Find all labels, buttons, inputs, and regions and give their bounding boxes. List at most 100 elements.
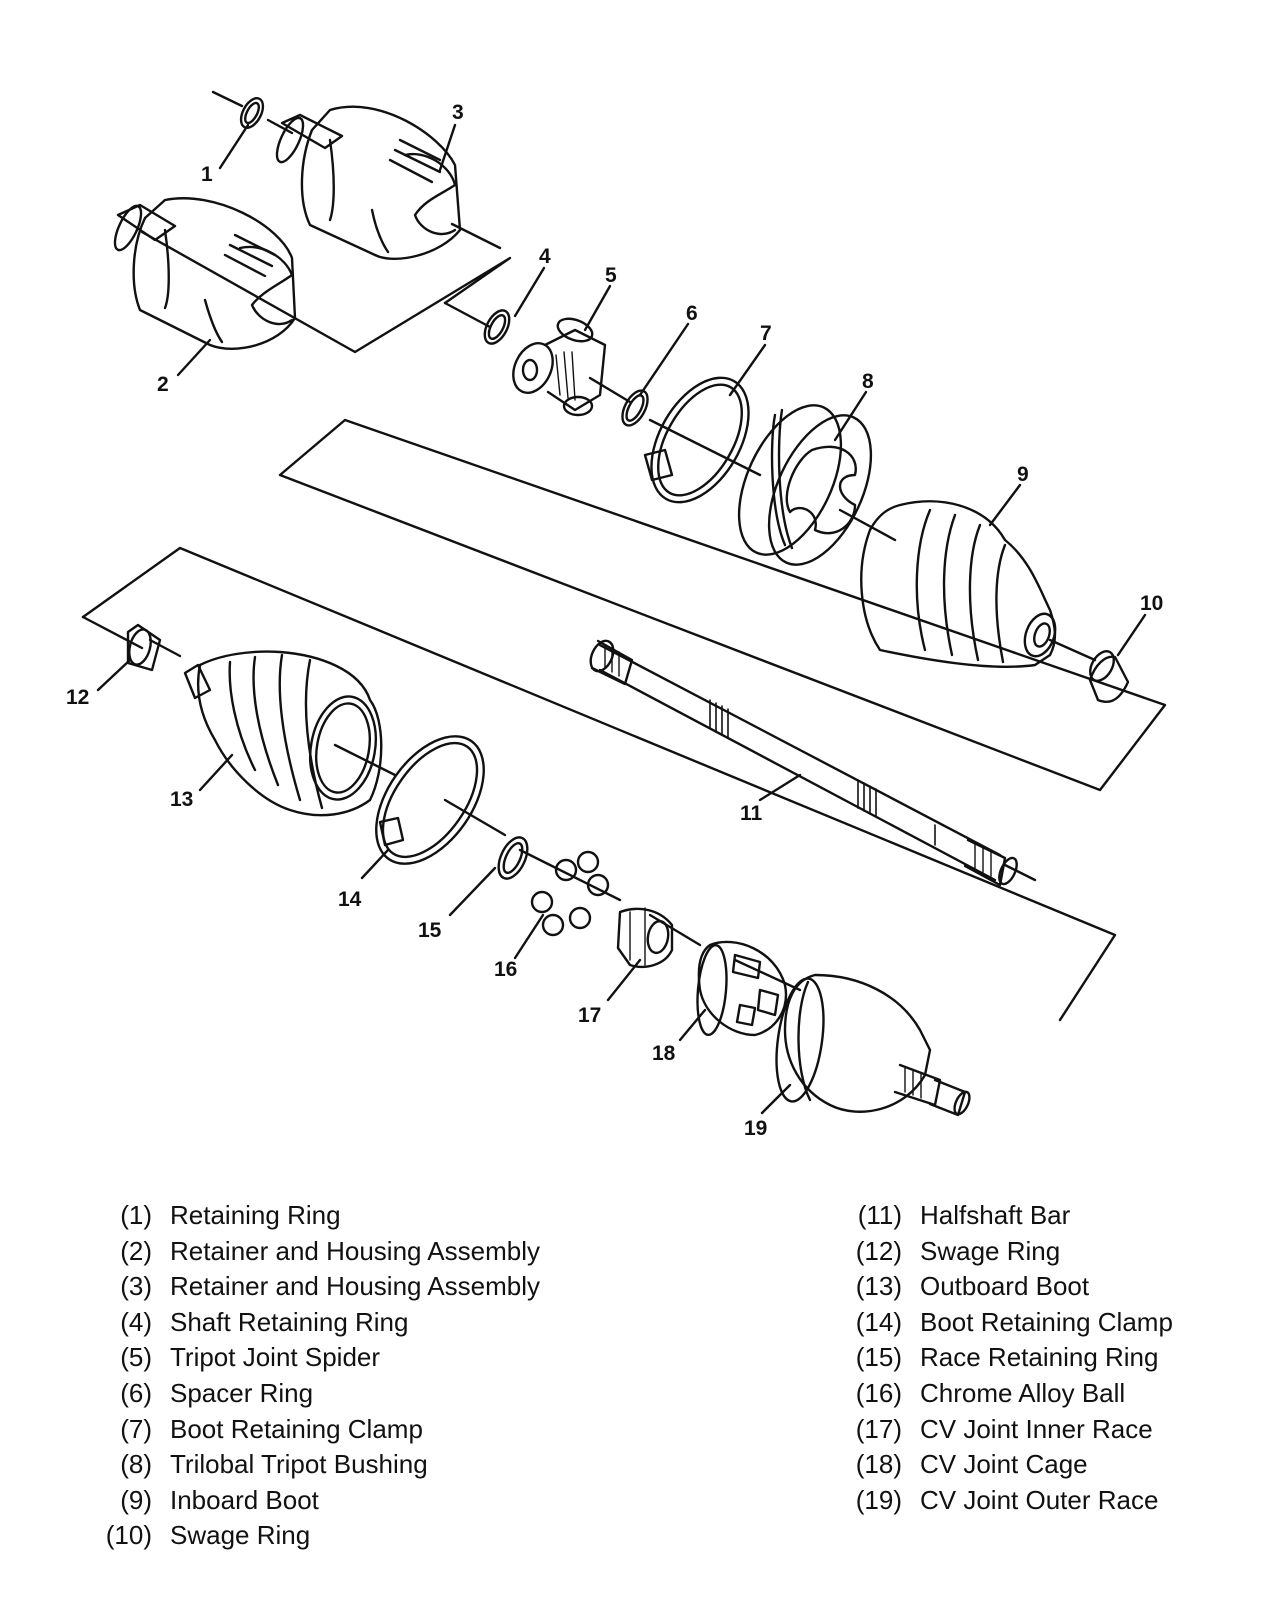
legend-number: (5) — [120, 1342, 152, 1373]
legend-item: (1)Retaining Ring — [88, 1198, 540, 1234]
axis-line — [333, 743, 397, 777]
legend-label: Retainer and Housing Assembly — [170, 1271, 540, 1302]
leader-line — [218, 123, 250, 170]
leader-line — [513, 913, 545, 960]
inboard-group-outline — [140, 230, 512, 354]
legend-label: Trilobal Tripot Bushing — [170, 1449, 428, 1480]
axis-line — [148, 638, 182, 658]
legend-item: (14) Boot Retaining Clamp — [840, 1305, 1173, 1341]
shaft-retaining-ring-4 — [483, 309, 511, 345]
legend-item: (9) Inboard Boot — [88, 1483, 540, 1519]
legend-label: Chrome Alloy Ball — [920, 1377, 1126, 1408]
callout-8: 8 — [862, 370, 874, 393]
leader-line — [583, 284, 612, 332]
legend-label: Boot Retaining Clamp — [170, 1413, 423, 1444]
legend-item: (8) Trilobal Tripot Bushing — [88, 1447, 540, 1483]
axis-line — [648, 418, 762, 477]
callout-13: 13 — [170, 788, 193, 811]
leader-line — [728, 343, 767, 397]
axis-line — [838, 508, 897, 542]
legend-item: (10)Swage Ring — [88, 1518, 540, 1554]
legend-right-column: (11)Halfshaft Bar (12) Swage Ring (13) Out… — [840, 1198, 1173, 1518]
legend-number: (12) — [855, 1235, 902, 1266]
legend-item: (5) Tripot Joint Spider — [88, 1340, 540, 1376]
leader-line — [988, 483, 1022, 527]
leader-line — [760, 1083, 792, 1115]
axis-line — [648, 913, 702, 947]
legend-item: (12) Swage Ring — [840, 1234, 1173, 1270]
axis-line — [518, 848, 622, 902]
legend-item: (6) Spacer Ring — [88, 1376, 540, 1412]
legend-number: (13) — [855, 1271, 902, 1302]
legend-number: (7) — [120, 1413, 152, 1444]
legend-number: (15) — [855, 1342, 902, 1373]
callout-10: 10 — [1140, 592, 1163, 615]
legend-label: Swage Ring — [920, 1235, 1061, 1266]
legend-item: (15) Race Retaining Ring — [840, 1340, 1173, 1376]
trilobal-bushing-8 — [737, 404, 873, 566]
callout-6: 6 — [686, 302, 698, 325]
leader-line — [833, 390, 868, 442]
legend-item: (7) Boot Retaining Clamp — [88, 1412, 540, 1448]
legend-label: Shaft Retaining Ring — [170, 1306, 409, 1337]
callout-19: 19 — [744, 1117, 767, 1140]
legend-number: (4) — [120, 1306, 152, 1337]
legend-label: Race Retaining Ring — [920, 1342, 1159, 1373]
spacer-ring-6 — [621, 389, 649, 427]
legend-label: Swage Ring — [170, 1520, 311, 1551]
legend-label: Inboard Boot — [170, 1484, 319, 1515]
leader-line — [678, 1008, 707, 1042]
callout-17: 17 — [578, 1004, 601, 1027]
race-retaining-ring-15 — [497, 836, 529, 880]
legend-number: (9) — [120, 1484, 152, 1515]
leader-line — [96, 658, 132, 692]
legend-label: Outboard Boot — [920, 1271, 1090, 1302]
legend-item: (16) Chrome Alloy Ball — [840, 1376, 1173, 1412]
callout-2: 2 — [157, 373, 169, 396]
legend-label: CV Joint Outer Race — [920, 1484, 1159, 1515]
callout-14: 14 — [338, 888, 362, 911]
legend-number: (1) — [120, 1200, 152, 1230]
callout-9: 9 — [1017, 463, 1029, 486]
legend-label: Tripot Joint Spider — [170, 1342, 381, 1373]
callout-5: 5 — [605, 264, 617, 287]
legend-number: (16) — [855, 1377, 902, 1408]
legend-number: (19) — [855, 1484, 902, 1515]
leader-line — [1116, 613, 1147, 657]
legend-number: (8) — [120, 1449, 152, 1480]
housing-assembly-3 — [275, 105, 462, 261]
callout-7: 7 — [760, 322, 772, 345]
legend-label: Boot Retaining Clamp — [920, 1306, 1173, 1337]
legend-number: (11) — [857, 1200, 902, 1230]
legend-left-column: (1)Retaining Ring (2) Retainer and Housin… — [88, 1198, 540, 1554]
legend-item: (19) CV Joint Outer Race — [840, 1483, 1173, 1519]
legend-item: (11)Halfshaft Bar — [840, 1198, 1173, 1234]
axis-line — [588, 376, 632, 404]
leader-line — [198, 753, 234, 792]
legend-number: (3) — [120, 1271, 152, 1302]
leader-line — [513, 266, 546, 318]
legend-number: (2) — [120, 1235, 152, 1266]
retaining-ring-1 — [239, 97, 265, 129]
leader-line — [438, 123, 457, 172]
leader-line — [360, 848, 390, 880]
boot-clamp-7 — [643, 376, 750, 504]
legend-number: (6) — [120, 1377, 152, 1408]
callout-12: 12 — [66, 686, 89, 709]
legend-item: (13) Outboard Boot — [840, 1269, 1173, 1305]
legend-label: Spacer Ring — [170, 1377, 314, 1408]
tripot-spider-5 — [512, 317, 607, 417]
legend-label: Retainer and Housing Assembly — [170, 1235, 540, 1266]
cv-cage-18 — [696, 940, 788, 1037]
halfshaft-bar-11 — [589, 639, 1018, 887]
callout-15: 15 — [418, 919, 442, 942]
leader-line — [758, 773, 802, 802]
legend-number: (14) — [855, 1306, 902, 1337]
axis-line — [1003, 863, 1037, 882]
axis-line — [733, 958, 802, 992]
outboard-group-left-edge — [81, 615, 144, 650]
leader-line — [448, 866, 497, 917]
cv-outer-race-19 — [775, 973, 971, 1117]
leader-line — [638, 322, 690, 397]
swage-ring-10 — [1088, 650, 1130, 704]
